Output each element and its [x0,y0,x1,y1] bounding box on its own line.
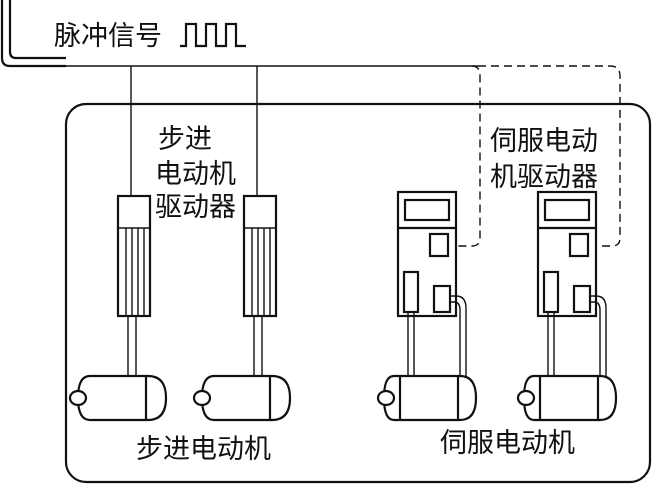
servo-driver-1 [396,190,458,318]
pulse-signal-label: 脉冲信号 [54,21,162,52]
servo-driver-label-line-1: 伺服电动 [490,126,598,157]
servo-driver-2 [536,190,598,318]
servo-signal-dashed-line-2 [458,65,481,247]
stepper-driver-label-line-2: 电动机 [155,159,236,190]
stepper-driver-1 [116,194,152,318]
servo-motor-label: 伺服电动机 [440,428,575,459]
servo-motor-2 [516,374,618,422]
stepper-cable-1 [127,316,137,376]
servo-cable-1 [407,295,467,378]
stepper-driver-label-line-3: 驱动器 [155,192,236,223]
servo-signal-dashed-line [478,65,621,247]
servo-cable-2 [547,295,607,378]
stepper-motor-label: 步进电动机 [136,434,271,465]
servo-motor-1 [376,374,478,422]
equipment-enclosure [64,102,652,484]
stepper-cable-2 [253,316,263,376]
servo-driver-label-line-2: 机驱动器 [490,162,598,193]
stepper-motor-1 [68,374,168,422]
stepper-driver-label-line-1: 步进 [158,124,212,155]
stepper-motor-2 [192,374,292,422]
signal-source-line [0,0,66,68]
stepper-driver-2 [242,194,278,318]
pulse-waveform-icon [180,22,246,48]
